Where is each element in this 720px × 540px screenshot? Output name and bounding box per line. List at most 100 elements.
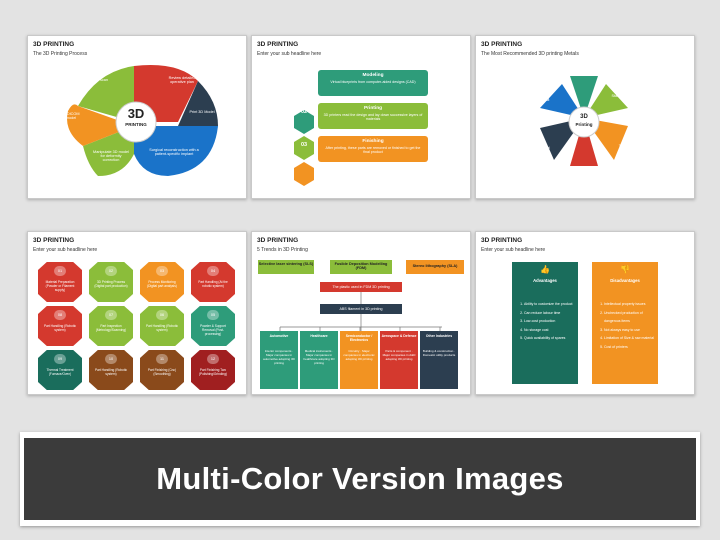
label-print-model: Print 3D Model	[189, 110, 215, 114]
step-3-text: After printing, these parts are removed …	[325, 146, 421, 154]
petal-label-inconel: Inconel	[537, 146, 551, 150]
advantages-item: Ability to customize the product	[524, 300, 578, 309]
workflow-cell-text: Part Handling (Robotic system)	[94, 368, 128, 376]
workflow-cell-number: 06	[156, 310, 168, 320]
petal-label-maraging: Maraging	[576, 170, 592, 174]
petal-cobalt	[540, 84, 584, 118]
workflow-cell-number: 02	[105, 266, 117, 276]
thumbnail-3d-printing-process[interactable]: 3D PRINTING The 3D Printing Process 3D P…	[27, 35, 247, 199]
workflow-cell-number: 09	[54, 354, 66, 364]
step-2-hexagon	[294, 136, 314, 160]
puzzle-piece-manipulate	[83, 126, 134, 176]
workflow-cell-text: Part Finishing (Cnc) (Smoothing)	[147, 368, 177, 376]
trend-column-heading: Semiconductor / Electronics	[345, 334, 373, 342]
petal-label-aluminium: Aluminium	[575, 73, 593, 77]
caption-banner: Multi-Color Version Images	[20, 432, 700, 526]
label-manipulate: Manipulate 3D model for deformity correc…	[93, 150, 129, 162]
workflow-cell-text: Part Inspection (Metrology/Scanning)	[95, 324, 127, 332]
slide-subtitle: Enter your sub headline here	[33, 247, 98, 253]
advantages-heading: Advantages	[533, 278, 557, 283]
workflow-cell-text: Part Finishing Two (Polishing/Grinding)	[199, 368, 227, 376]
workflow-cell-number: 07	[105, 310, 117, 320]
advantages-item: No storage cost	[524, 326, 578, 335]
puzzle-piece-print	[178, 81, 218, 126]
disadvantages-heading: Disadvantages	[610, 278, 640, 283]
thumbs-up-icon: 👍	[540, 265, 550, 274]
thumbnail-3d-printing-trends[interactable]: 3D PRINTING 5 Trends in 3D Printing Sele…	[251, 231, 471, 395]
workflow-cell-number: 10	[105, 354, 117, 364]
slide-subtitle: The 3D Printing Process	[33, 51, 88, 57]
step-1-hexagon	[294, 110, 314, 134]
step-3-hexagon	[294, 162, 314, 186]
center-hub-label-3d: 3D	[127, 106, 145, 121]
workflow-cell-text: Material Preparation (Powder or Filament…	[45, 280, 75, 292]
label-convert: Convert DICOM to 3D model	[52, 112, 80, 120]
advantages-item: Quick availability of spares	[524, 334, 578, 343]
trend-column-heading: Other Industries	[425, 334, 453, 338]
advantages-list: Ability to customize the productCan redu…	[516, 300, 578, 343]
trend-column-heading: Automotive	[269, 334, 289, 338]
step-1-number: 01	[300, 76, 308, 82]
step-1-text: Virtual blueprints from computer-aided d…	[330, 80, 416, 84]
disadvantages-item: Not always easy to use	[604, 326, 658, 335]
workflow-cell-text: Process Monitoring (Digital part analysi…	[147, 280, 177, 288]
thumbnail-3d-printing-workflow[interactable]: 3D PRINTING Enter your sub headline here…	[27, 231, 247, 395]
step-2-heading: Printing	[363, 106, 383, 111]
trend-column-heading: Aerospace & Defence	[381, 334, 417, 338]
thumbnail-3d-printing-metals[interactable]: 3D PRINTING The Most Recommended 3D prin…	[475, 35, 695, 199]
slide-title: 3D PRINTING	[257, 41, 299, 48]
petal-aluminium	[570, 76, 598, 118]
workflow-cell-number: 05	[207, 310, 219, 320]
step-2-number: 02	[300, 109, 308, 115]
petal-maraging	[570, 118, 598, 166]
petal-label-cobalt: Cobalt	[538, 98, 550, 102]
center-hub-label-printing: PRINTING	[125, 122, 147, 127]
workflow-cell-number: 08	[54, 310, 66, 320]
center-label-3d: 3D	[580, 114, 588, 120]
workflow-cell-text: 3D Printing Process (Digital part produc…	[94, 280, 128, 288]
label-review-plan: Review detailed operative plan	[168, 76, 196, 84]
workflow-cell-number: 11	[156, 354, 168, 364]
trend-top-fdm: Fusible Deposition Modelling (FDM)	[330, 260, 392, 274]
trends-connectors	[279, 290, 442, 336]
slide-title: 3D PRINTING	[481, 41, 523, 48]
disadvantages-item: Unchecked production of dangerous items	[604, 309, 658, 326]
trend-mid-plastic: The plastic used in FDM 3D printing	[320, 282, 402, 292]
advantages-item: Can reduce labour time	[524, 309, 578, 318]
thumbnail-3d-printing-steps[interactable]: 3D PRINTING Enter your sub headline here…	[251, 35, 471, 199]
trend-top-sls: Selective laser sintering (SLS)	[258, 260, 314, 274]
workflow-cell: 02 3D Printing Process (Digital part prod…	[89, 262, 133, 302]
trend-column-text: Building & construction · Domestic utili…	[422, 349, 456, 357]
thumbnail-3d-printing-pros-cons[interactable]: 3D PRINTING Enter your sub headline here…	[475, 231, 695, 395]
workflow-cell-text: Part Handling (Robotic system)	[145, 324, 179, 332]
center-circle	[568, 106, 600, 138]
workflow-cell-text: Part Handling (Robotic system)	[43, 324, 77, 332]
trend-mid-abs: ABS filament in 3D printing	[320, 304, 402, 314]
metals-flower-diagram	[540, 76, 628, 166]
steps-diagram	[294, 70, 428, 186]
petal-label-stainless: Stainless Steel	[611, 94, 637, 98]
advantages-panel: 👍 Advantages Ability to customize the pr…	[512, 262, 578, 384]
step-3-number: 03	[300, 142, 308, 148]
label-surgical: Surgical reconstruction with a patient-s…	[149, 148, 199, 156]
workflow-cell-number: 01	[54, 266, 66, 276]
workflow-cell-text: Powder & Support Removal (Post-processin…	[200, 324, 226, 336]
slide-subtitle: Enter your sub headline here	[257, 51, 322, 57]
workflow-cell-number: 04	[207, 266, 219, 276]
trend-column-text: Medical instruments · Major companies in…	[303, 349, 335, 365]
slide-title: 3D PRINTING	[33, 41, 75, 48]
